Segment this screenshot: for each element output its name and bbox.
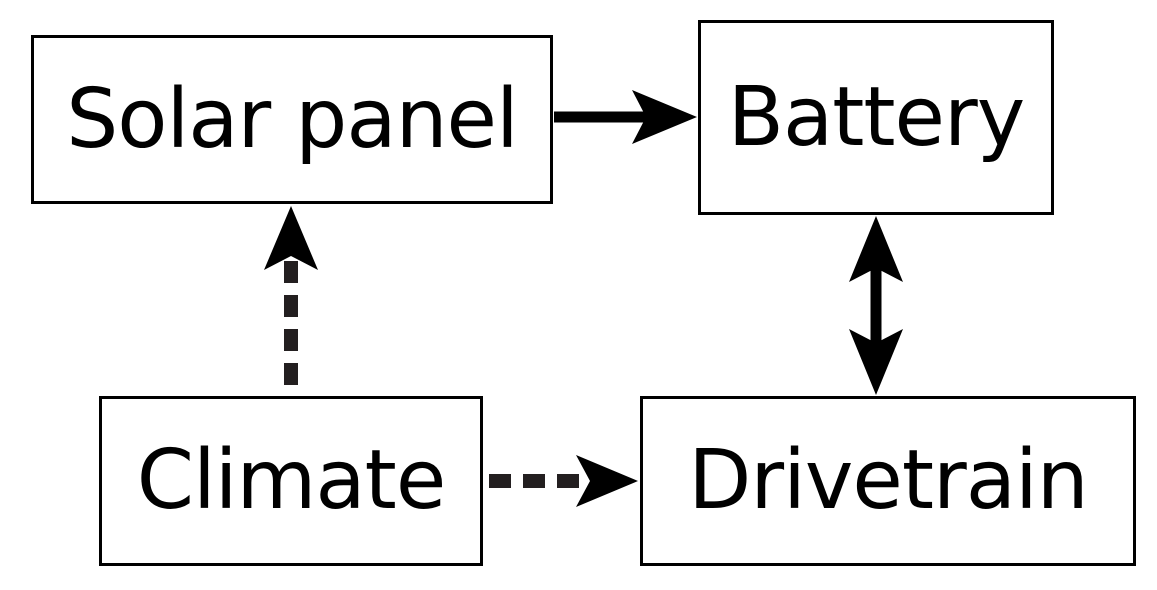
edge-solar-to-battery — [554, 90, 697, 144]
edge-climate-to-solar-arrowhead — [264, 206, 318, 270]
node-solar-panel: Solar panel — [31, 35, 553, 204]
node-solar-panel-label: Solar panel — [66, 71, 519, 167]
node-drivetrain: Drivetrain — [640, 396, 1136, 566]
edge-climate-to-drivetrain — [489, 455, 638, 507]
node-battery-label: Battery — [727, 69, 1025, 165]
node-climate: Climate — [99, 396, 483, 566]
edge-battery-drivetrain-arrowhead-bottom — [849, 329, 903, 395]
edge-climate-to-drivetrain-arrowhead — [576, 455, 638, 507]
edge-climate-to-solar — [264, 206, 318, 385]
edge-battery-drivetrain — [849, 216, 903, 395]
node-climate-label: Climate — [136, 433, 447, 528]
node-drivetrain-label: Drivetrain — [688, 433, 1088, 528]
node-battery: Battery — [698, 20, 1054, 215]
edge-battery-drivetrain-arrowhead-top — [849, 216, 903, 282]
edge-solar-to-battery-arrowhead — [632, 90, 697, 144]
